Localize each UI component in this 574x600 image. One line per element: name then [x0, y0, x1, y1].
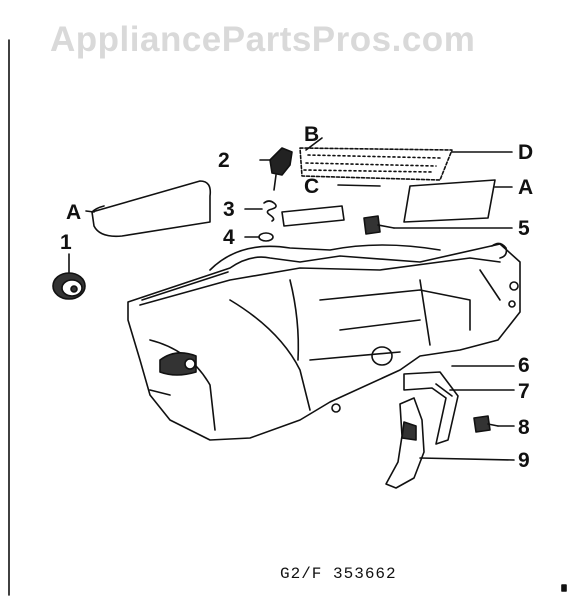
part-4-clip	[244, 232, 274, 242]
part-2-lever	[259, 147, 293, 191]
callout-9: 9	[518, 449, 530, 472]
part-9-trigger	[385, 397, 515, 489]
callout-1: 1	[60, 231, 72, 254]
watermark-text: AppliancePartsPros.com	[50, 20, 476, 59]
callout-8: 8	[518, 416, 530, 439]
callout-5: 5	[518, 217, 530, 240]
part-1-knob	[52, 253, 86, 300]
label-plate-right	[403, 179, 496, 223]
callout-c: C	[304, 175, 320, 198]
name-plate	[281, 205, 345, 227]
label-pad-left	[91, 180, 212, 238]
part-7-trigger-lever	[403, 371, 515, 445]
part-8-screw	[473, 415, 515, 433]
callout-a-right: A	[518, 176, 534, 199]
callout-a-left: A	[66, 201, 82, 224]
diagram-code: G2/F 353662	[280, 565, 397, 583]
part-5-screw	[363, 215, 513, 235]
main-housing	[127, 242, 521, 441]
callout-2: 2	[218, 149, 230, 172]
decal-sheet	[299, 137, 513, 187]
callout-3: 3	[223, 198, 235, 221]
callout-6: 6	[518, 354, 530, 377]
callout-7: 7	[518, 380, 530, 403]
corner-mark	[561, 584, 567, 592]
callout-d: D	[518, 141, 534, 164]
part-3-spring	[244, 200, 277, 222]
callout-b: B	[304, 123, 320, 146]
callout-4: 4	[223, 226, 235, 249]
